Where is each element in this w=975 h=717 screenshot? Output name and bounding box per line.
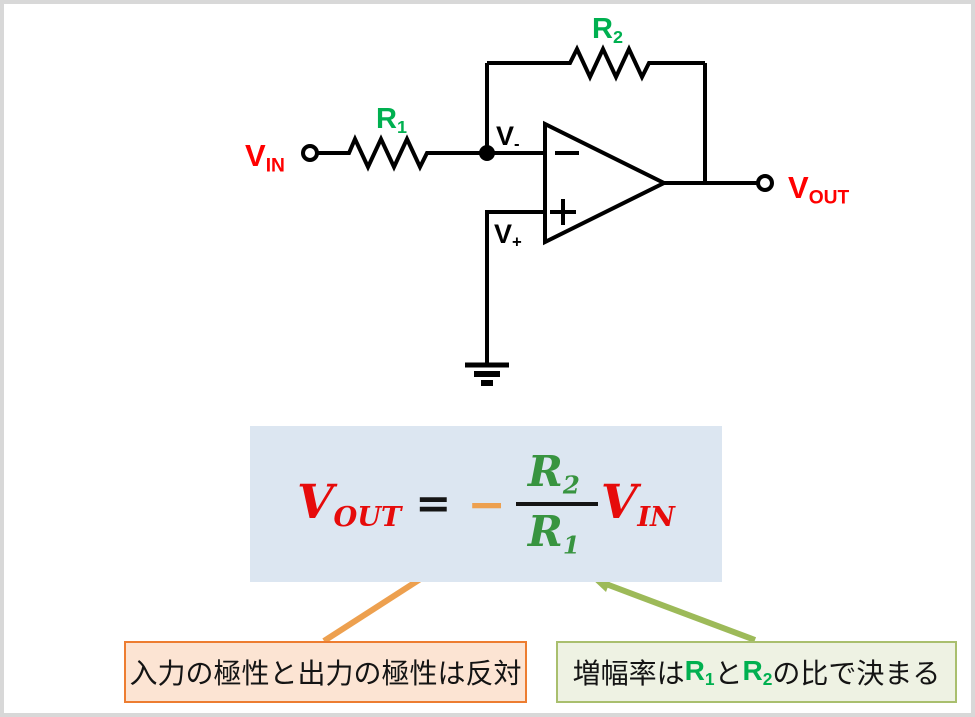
gain-callout-r1-main: R <box>684 654 705 686</box>
vin-label-main: V <box>245 138 266 173</box>
opamp-plus-sign-icon <box>550 199 576 225</box>
formula-fraction: R2 R1 <box>515 450 598 558</box>
formula-vin-sub: IN <box>637 501 675 534</box>
formula-vin: VIN <box>601 475 675 533</box>
polarity-callout-text: 入力の極性と出力の極性は反対 <box>129 658 522 689</box>
formula-numerator-main: R <box>527 446 563 496</box>
formula-vout-main: V <box>297 474 334 530</box>
ground-symbol-icon <box>465 362 509 386</box>
input-wire-r1-resistor <box>318 134 487 172</box>
vout-label-sub: OUT <box>808 187 850 209</box>
fraction-bar <box>515 501 598 506</box>
formula-numerator-sub: 2 <box>562 470 580 500</box>
formula-denominator-main: R <box>527 506 563 556</box>
formula-vout-sub: OUT <box>333 501 402 534</box>
formula-vin-main: V <box>600 474 638 530</box>
gain-callout-prefix: 増幅率は <box>572 658 685 689</box>
formula-denominator-r1: R1 <box>528 506 586 558</box>
gain-callout-r2: R2 <box>743 655 773 690</box>
v-plus-label-sub: + <box>512 232 522 252</box>
gain-callout-r2-sub: 2 <box>762 668 773 689</box>
vout-label-main: V <box>788 170 809 205</box>
r1-label-main: R <box>376 103 397 135</box>
input-terminal <box>301 144 319 162</box>
r2-label-sub: 2 <box>612 27 623 48</box>
noninverting-input-wire <box>485 210 545 365</box>
formula-equals-sign: = <box>415 479 452 529</box>
gain-callout-conjunction: と <box>714 658 743 689</box>
feedback-wire-r2-resistor <box>487 44 705 82</box>
gain-callout-r1: R1 <box>685 655 715 690</box>
r1-label: R1 <box>376 103 407 138</box>
formula-vout: VOUT <box>297 475 401 533</box>
vin-label-sub: IN <box>265 155 285 177</box>
v-plus-label-main: V <box>494 219 513 249</box>
polarity-callout-box: 入力の極性と出力の極性は反対 <box>124 641 527 703</box>
formula-minus-sign: − <box>467 477 506 531</box>
gain-formula: VOUT = − R2 R1 VIN <box>297 450 675 558</box>
gain-formula-panel: VOUT = − R2 R1 VIN <box>250 426 722 582</box>
r1-label-sub: 1 <box>396 117 407 138</box>
formula-denominator-sub: 1 <box>562 529 580 559</box>
r2-label-main: R <box>592 13 613 45</box>
green-annotation-arrow <box>590 576 757 643</box>
formula-numerator-r2: R2 <box>528 450 586 502</box>
v-minus-label: V- <box>496 123 520 153</box>
v-plus-label: V+ <box>494 221 522 251</box>
v-minus-label-main: V <box>496 121 515 151</box>
gain-callout-r2-main: R <box>742 654 763 686</box>
opamp-circuit-diagram <box>301 44 774 644</box>
vout-label: VOUT <box>788 172 849 208</box>
vin-label: VIN <box>245 140 285 176</box>
output-terminal <box>756 174 774 192</box>
gain-callout-suffix: の比で決まる <box>772 658 941 689</box>
r2-label: R2 <box>592 13 623 48</box>
gain-callout-r1-sub: 1 <box>704 668 715 689</box>
junction-dot <box>479 145 495 161</box>
v-minus-label-sub: - <box>514 134 520 154</box>
